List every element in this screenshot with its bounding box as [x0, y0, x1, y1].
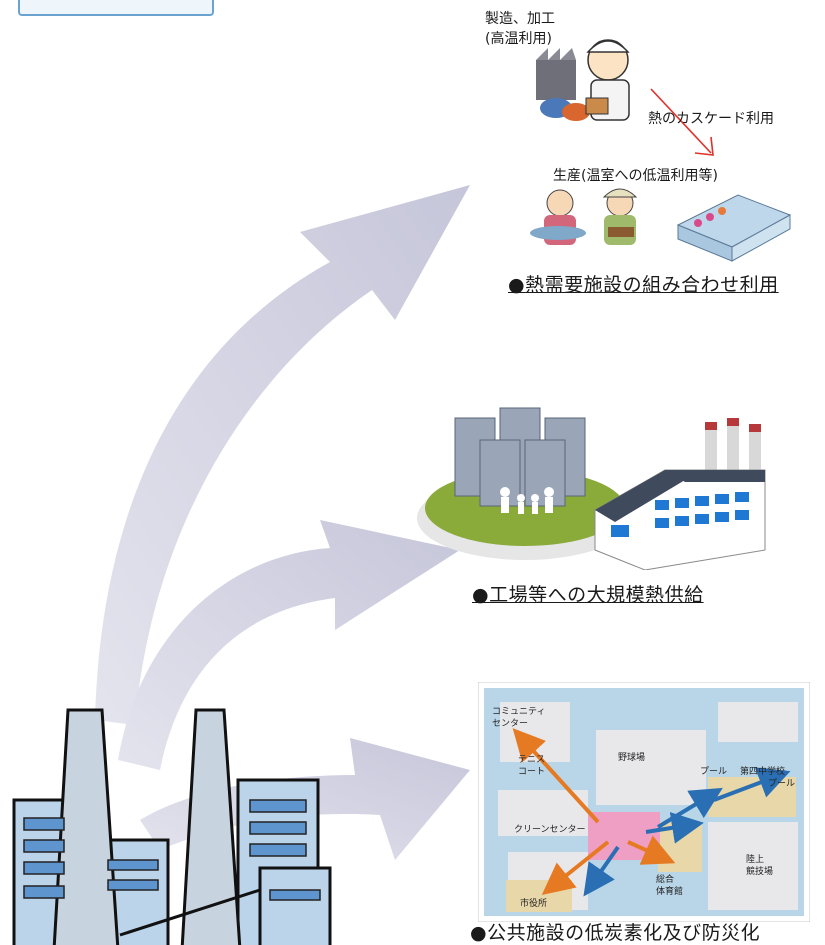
label-cascade: 熱のカスケード利用: [648, 111, 774, 127]
map-label-city-hall: 市役所: [520, 897, 547, 909]
caption-public-facilities: ●公共施設の低炭素化及び防災化: [470, 922, 761, 944]
map-label-tennis: テニス: [518, 754, 545, 765]
housing-factory-illustration: [417, 407, 766, 570]
map-label-tennis-2: コート: [518, 767, 545, 777]
map-label-gym: 総合: [656, 873, 674, 885]
map-label-school-pool: 第四中学校: [740, 765, 785, 777]
map-label-community-center-2: センター: [492, 718, 528, 729]
arrow-to-combined-use: [95, 185, 470, 725]
map-label-school-pool-2: プール: [768, 778, 795, 789]
map-label-clean-center: クリーンセンター: [514, 824, 586, 835]
map-label-athletics: 陸上: [746, 853, 764, 865]
map-label-baseball: 野球場: [618, 751, 645, 763]
header-box: [18, 0, 214, 16]
map-label-athletics-2: 競技場: [746, 865, 773, 877]
caption-combined-use: ●熱需要施設の組み合わせ利用: [508, 274, 779, 296]
map-label-pool: プール: [700, 766, 727, 777]
incinerator-illustration: [12, 708, 332, 945]
label-manufacturing: 製造、加工 (高温利用): [485, 11, 555, 47]
map-label-community-center: コミュニティ: [492, 706, 545, 717]
cascade-arrow: [650, 88, 714, 156]
caption-factory-supply: ●工場等への大規模熱供給: [472, 584, 704, 606]
farmers-greenhouse-illustration: [530, 188, 792, 262]
label-production: 生産(温室への低温利用等): [553, 168, 718, 184]
arrow-to-factory: [118, 520, 460, 770]
public-facilities-map: コミュニティ センター テニス コート 野球場 プール 第四中学校 プール クリ…: [478, 682, 810, 922]
worker-illustration: [536, 39, 630, 121]
map-label-gym-2: 体育館: [656, 885, 683, 897]
